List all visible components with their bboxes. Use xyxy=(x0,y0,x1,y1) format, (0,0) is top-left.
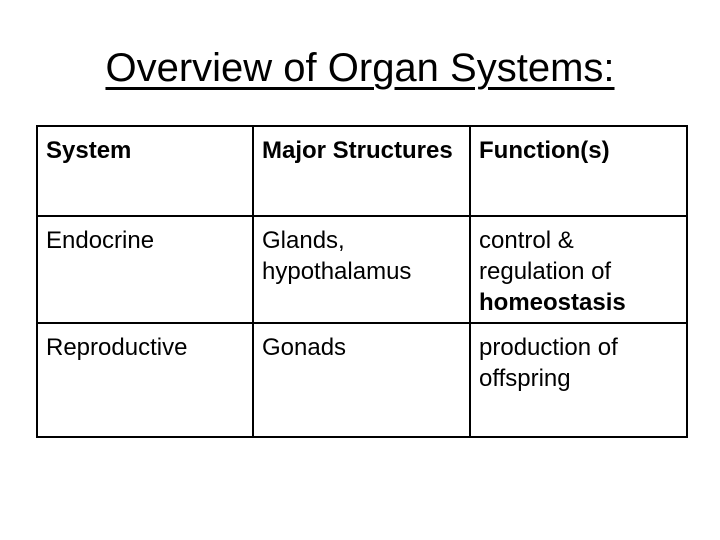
cell-system: Reproductive xyxy=(36,322,254,438)
cell-functions: production of offspring xyxy=(469,322,688,438)
functions-emphasis: homeostasis xyxy=(479,289,626,316)
organ-systems-table: System Major Structures Function(s) Endo… xyxy=(36,125,688,438)
slide-title: Overview of Organ Systems: xyxy=(105,46,615,90)
cell-functions: control & regulation of homeostasis xyxy=(469,215,688,324)
table-header-row: System Major Structures Function(s) xyxy=(36,125,688,217)
table-row: Endocrine Glands, hypothalamus control &… xyxy=(36,215,688,324)
functions-text: production of offspring xyxy=(479,334,618,392)
cell-structures: Gonads xyxy=(252,322,471,438)
header-functions: Function(s) xyxy=(469,125,688,217)
header-major-structures: Major Structures xyxy=(252,125,471,217)
header-system: System xyxy=(36,125,254,217)
functions-text: control & regulation of xyxy=(479,227,612,285)
table-row: Reproductive Gonads production of offspr… xyxy=(36,322,688,438)
cell-system: Endocrine xyxy=(36,215,254,324)
cell-structures: Glands, hypothalamus xyxy=(252,215,471,324)
